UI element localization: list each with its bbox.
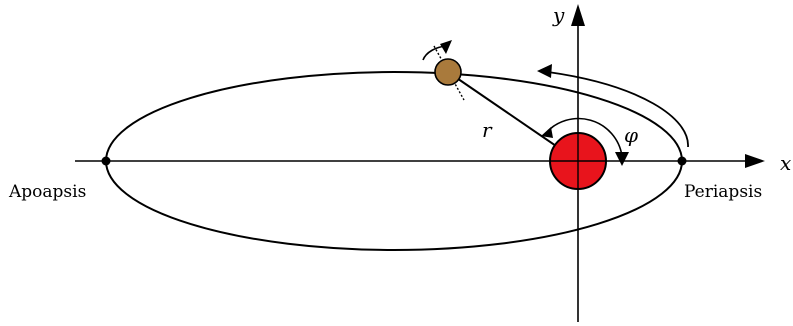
x-axis-label: x	[780, 151, 791, 175]
angle-arc-arrowhead	[615, 152, 629, 166]
planet-spin-arrowhead	[440, 40, 452, 54]
orbit-direction-arrowhead	[537, 64, 552, 78]
angle-arc-tail-arrowhead	[541, 127, 553, 138]
y-axis-arrowhead	[571, 4, 585, 26]
orbit-direction-arrow	[547, 71, 689, 148]
y-axis-label: y	[552, 3, 565, 27]
periapsis-label: Periapsis	[684, 182, 762, 202]
angle-arc	[544, 117, 623, 157]
x-axis-arrowhead	[745, 154, 765, 168]
angle-label: φ	[624, 123, 638, 147]
apoapsis-label: Apoapsis	[8, 182, 86, 202]
apoapsis-point	[101, 156, 111, 166]
radius-label: r	[482, 118, 493, 142]
orbiting-planet	[434, 58, 462, 86]
periapsis-point	[677, 156, 687, 166]
